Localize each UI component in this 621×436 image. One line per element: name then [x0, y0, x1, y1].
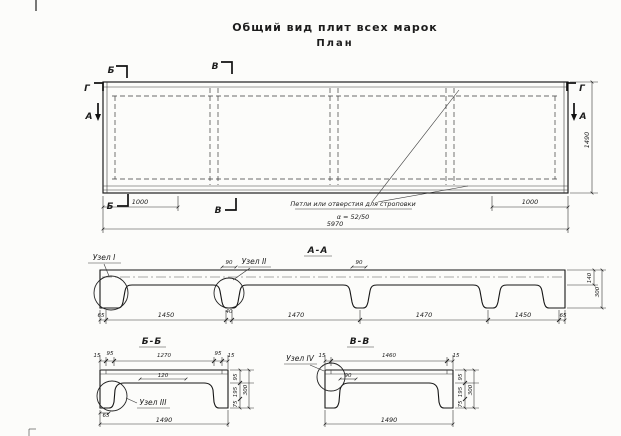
bb-inner-dim: 120 [158, 373, 169, 379]
section-bb-outline [99, 369, 229, 409]
vv-top-dim-1: 1460 [382, 353, 396, 359]
bb-top-dim-3: 95 [215, 351, 222, 357]
node2-label: Узел II [242, 257, 268, 266]
aa-bottom-dim-3: 1470 [288, 311, 305, 319]
section-marker-a-left: А [85, 112, 93, 122]
section-marker-b-top: Б [108, 66, 115, 76]
section-vv-label: В-В [350, 337, 370, 347]
aa-bottom-dim-1: 1450 [158, 311, 175, 319]
vv-right-dim-3: 300 [468, 384, 474, 395]
plan-dim-left: 1000 [132, 198, 149, 206]
section-vv-outline [324, 369, 454, 409]
bb-right-dim-1: 195 [233, 386, 239, 397]
vv-top-dim-0: 15 [319, 353, 326, 359]
bb-right-dim-3: 300 [243, 384, 249, 395]
node1-circle [93, 275, 129, 311]
aa-bottom-dim-4: 1470 [416, 311, 433, 319]
aa-bottom-dim-5: 1450 [515, 311, 532, 319]
plan-dim-total: 5970 [327, 220, 344, 228]
bb-top-dim-4: 15 [228, 353, 235, 359]
plan-dim-right: 1000 [522, 198, 539, 206]
section-aa-outline [99, 269, 566, 309]
section-bb: Б-Б Узел III 15 95 1270 95 15 120 65 [94, 337, 254, 427]
drawing-title: Общий вид плит всех марок [232, 21, 438, 34]
section-aa-label: А-А [307, 246, 329, 256]
section-marker-g-left: Г [84, 84, 91, 94]
plan-view [102, 81, 569, 203]
vv-width-dim: 1490 [381, 416, 398, 424]
section-marker-g-right: Г [579, 84, 586, 94]
aa-bottom-dim-0: 65 [98, 313, 105, 319]
bb-right-dim-2: 75 [233, 400, 239, 407]
bb-foot-dim: 65 [103, 413, 110, 419]
bb-top-dim-1: 95 [107, 351, 114, 357]
aa-bottom-dim-6: 65 [560, 313, 567, 319]
aa-dim-height: 300 [595, 286, 601, 297]
aa-rib-dim-1: 90 [226, 260, 233, 266]
vv-right-dim-0: 95 [458, 373, 464, 380]
plan-note-line1: Петли или отверстия для строповки [290, 200, 415, 208]
plan-dimensions: 1000 1000 Петли или отверстия для стропо… [101, 80, 598, 233]
section-vv: В-В Узел IV 15 1460 15 90 1490 [284, 337, 479, 427]
plan-dim-height: 1490 [583, 132, 591, 149]
bb-width-dim: 1490 [156, 416, 173, 424]
vv-right-dim-1: 195 [458, 386, 464, 397]
drawing-subtitle: План [316, 38, 353, 49]
aa-rib-dim-2: 90 [356, 260, 363, 266]
section-marker-a-right: А [579, 112, 587, 122]
node3-circle [96, 380, 128, 412]
node4-circle [316, 362, 346, 392]
aa-bottom-dim-2: 40 [226, 309, 233, 315]
vv-inner-dim: 90 [345, 373, 352, 379]
sheet-frame-marks [28, 0, 37, 436]
node3-label: Узел III [140, 398, 168, 407]
bb-top-dim-2: 1270 [157, 353, 171, 359]
node2-circle [213, 277, 245, 309]
section-marker-v-bottom: В [215, 206, 222, 216]
vv-top-dim-2: 15 [453, 353, 460, 359]
node4-label: Узел IV [286, 354, 315, 363]
node1-label: Узел I [93, 253, 116, 262]
bb-top-dim-0: 15 [94, 353, 101, 359]
bb-right-dim-0: 95 [233, 373, 239, 380]
section-aa: А-А Узел I Узел II 90 90 65 145 [88, 246, 606, 324]
section-bb-label: Б-Б [142, 337, 162, 347]
plan-note-line2: α = 52/50 [337, 213, 370, 221]
vv-right-dim-2: 75 [458, 400, 464, 407]
section-marker-v-top: В [212, 62, 219, 72]
aa-dim-flange: 140 [587, 272, 593, 283]
